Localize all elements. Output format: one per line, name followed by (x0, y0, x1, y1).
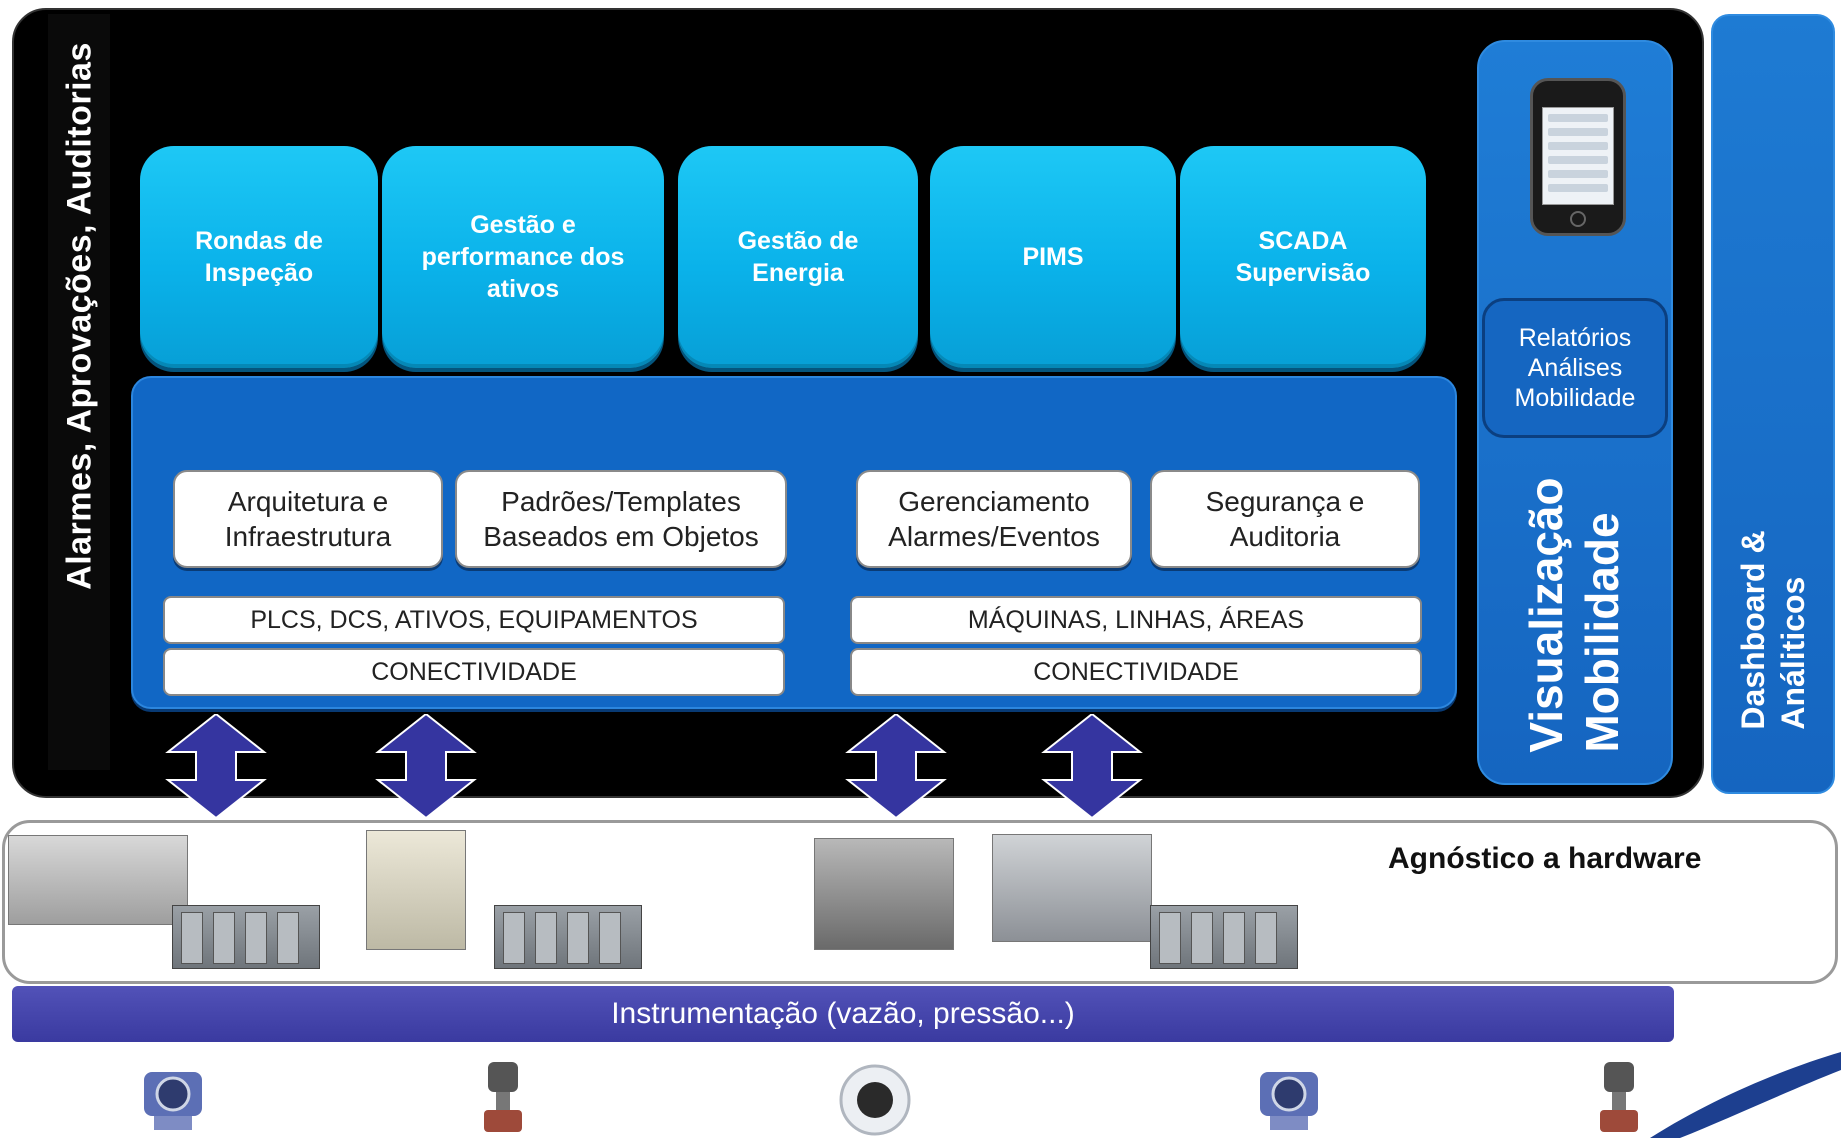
smartphone-icon (1530, 78, 1626, 236)
process-skid-image (8, 835, 188, 925)
module-scada: SCADA Supervisão (1180, 146, 1426, 368)
module-gestao-energia: Gestão de Energia (678, 146, 918, 368)
washer-cabinet-image (992, 834, 1152, 942)
dashboard-label-line2: Análiticos (1775, 576, 1811, 730)
double-arrow-icon (375, 714, 477, 818)
left-label-strip (48, 14, 110, 770)
visualization-label-line1: Visualização (1520, 477, 1572, 753)
analyses-line: Análises (1527, 354, 1623, 382)
bioreactor-image (814, 838, 954, 950)
plc-rack-image (494, 905, 642, 969)
capability-alarmes-eventos: Gerenciamento Alarmes/Eventos (856, 470, 1132, 568)
double-arrow-icon (165, 714, 267, 818)
mobility-line: Mobilidade (1514, 384, 1636, 412)
visualization-mobility-label: Visualização Mobilidade (1518, 477, 1630, 752)
press-machine-image (366, 830, 466, 950)
visualization-label-line2: Mobilidade (1576, 512, 1628, 753)
dashboard-label-line1: Dashboard & (1735, 530, 1771, 730)
capability-arquitetura: Arquitetura e Infraestrutura (173, 470, 443, 568)
bar-plcs-dcs: PLCS, DCS, ATIVOS, EQUIPAMENTOS (163, 596, 785, 644)
bar-conectividade-right: CONECTIVIDADE (850, 648, 1422, 696)
module-pims: PIMS (930, 146, 1176, 368)
plc-rack-image (1150, 905, 1298, 969)
plc-rack-image (172, 905, 320, 969)
reports-box: Relatórios Análises Mobilidade (1482, 298, 1668, 438)
module-rondas-inspecao: Rondas de Inspeção (140, 146, 378, 368)
flow-meter-icon (1260, 1072, 1318, 1130)
pressure-transmitter-icon (484, 1062, 522, 1132)
instrumentation-bar: Instrumentação (vazão, pressão...) (12, 986, 1674, 1042)
brand-swoosh-decoration (1650, 1052, 1841, 1138)
capability-padroes: Padrões/Templates Baseados em Objetos (455, 470, 787, 568)
double-arrow-icon (1041, 714, 1143, 818)
dashboard-analytics-label: Dashboard & Análiticos (1733, 530, 1813, 729)
dashboard-column (1711, 14, 1835, 794)
alarms-approvals-audits-label: Alarmes, Aprovações, Auditorias (60, 42, 99, 590)
pressure-transmitter-icon (1600, 1062, 1638, 1132)
bar-conectividade-left: CONECTIVIDADE (163, 648, 785, 696)
hardware-agnostic-label: Agnóstico a hardware (1388, 842, 1702, 875)
bar-maquinas-linhas: MÁQUINAS, LINHAS, ÁREAS (850, 596, 1422, 644)
display-meter-icon (839, 1064, 911, 1136)
flow-meter-icon (144, 1072, 202, 1130)
capability-seguranca: Segurança e Auditoria (1150, 470, 1420, 568)
double-arrow-icon (845, 714, 947, 818)
module-gestao-ativos: Gestão e performance dos ativos (382, 146, 664, 368)
reports-line: Relatórios (1518, 324, 1632, 352)
